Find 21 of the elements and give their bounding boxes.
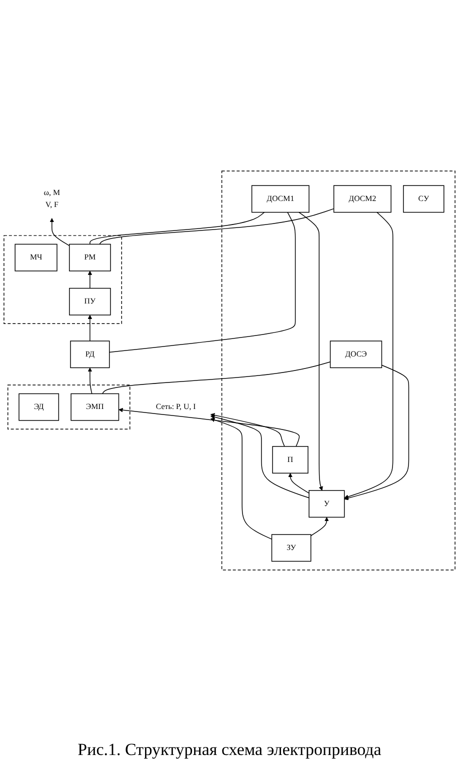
arrow [344, 211, 394, 498]
arrow [88, 314, 92, 341]
cluster [221, 170, 456, 570]
arrow [88, 367, 92, 394]
connector [102, 361, 331, 394]
arrow [210, 414, 310, 498]
arrow [210, 417, 272, 540]
cluster [7, 384, 130, 430]
cluster [4, 234, 122, 324]
arrow [50, 218, 70, 246]
arrow [344, 364, 410, 500]
arrow [88, 270, 92, 288]
figure-caption: Рис.1. Структурная схема электропривода [76, 740, 382, 760]
connector [90, 211, 265, 244]
arrow [288, 472, 310, 494]
arrow [310, 516, 329, 536]
arrow [118, 407, 300, 446]
arrow [210, 412, 285, 446]
arrow [298, 211, 323, 490]
connector [99, 208, 334, 244]
connector [109, 211, 296, 352]
